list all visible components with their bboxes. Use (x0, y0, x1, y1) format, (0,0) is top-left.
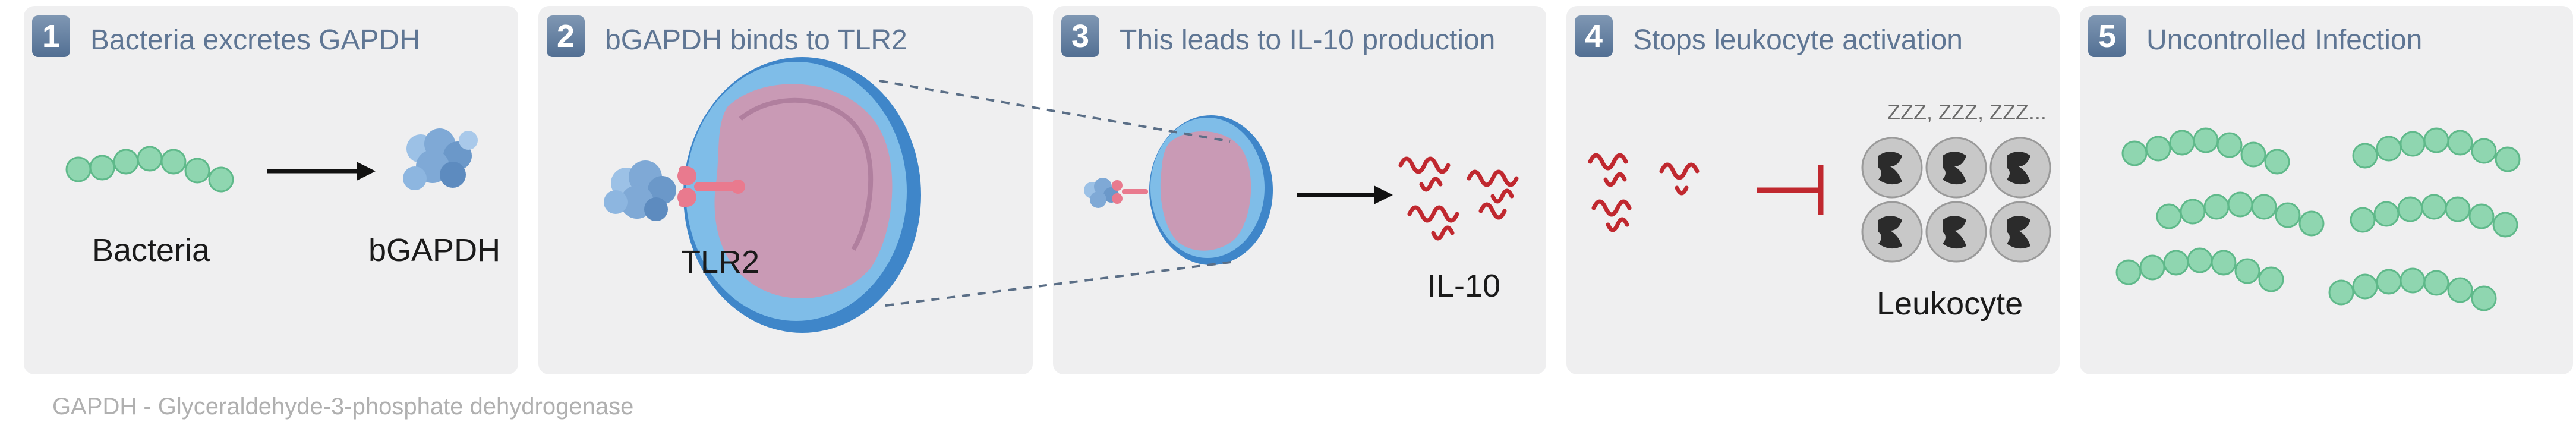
bacteria-chain-icon (2352, 127, 2521, 172)
inhibition-bar-icon (1757, 165, 1824, 215)
footnote: GAPDH - Glyceraldehyde-3-phosphate dehyd… (52, 393, 634, 420)
step-2-illustration (604, 57, 921, 333)
il10-protein-icon (1398, 156, 1519, 241)
step-4-title: Stops leukocyte activation (1633, 24, 1963, 56)
step-1-title: Bacteria excretes GAPDH (90, 24, 420, 56)
panel-step-4: 4 Stops leukocyte activation (1566, 6, 2060, 374)
macrophage-cell-icon (683, 57, 921, 333)
step-1-illustration (65, 128, 478, 193)
bacteria-chain-icon (2121, 127, 2290, 175)
arrow-right-icon (1297, 185, 1393, 204)
panel-step-2: 2 bGAPDH binds to TLR2 TLR2 (538, 6, 1033, 374)
step-1-badge: 1 (32, 15, 70, 57)
bacteria-chain-icon (2328, 267, 2497, 311)
bacteria-chain-icon (65, 146, 234, 193)
step-2-badge: 2 (547, 15, 585, 57)
arrow-right-icon (267, 162, 376, 181)
gapdh-protein-icon (1084, 178, 1119, 208)
step-4-badge: 4 (1575, 15, 1613, 57)
tlr2-receptor-icon (677, 166, 745, 207)
bacteria-chain-icon (2350, 194, 2518, 238)
panel-step-1: 1 Bacteria excretes GAPDH Bacteria bGAPD… (24, 6, 518, 374)
step-5-badge: 5 (2088, 15, 2126, 57)
bgapdh-label: bGAPDH (368, 232, 501, 268)
step-3-title: This leads to IL-10 production (1120, 24, 1496, 56)
step-5-illustration (2115, 127, 2521, 311)
tlr2-label: TLR2 (681, 244, 760, 280)
step-3-badge: 3 (1061, 15, 1099, 57)
step-2-title: bGAPDH binds to TLR2 (605, 24, 907, 56)
bacteria-chain-icon (2115, 247, 2284, 292)
leukocyte-cell-icon (1861, 137, 2051, 263)
tlr2-receptor-icon (1112, 180, 1148, 204)
macrophage-cell-icon (1149, 115, 1273, 265)
leukocyte-label: Leukocyte (1877, 286, 2023, 322)
step-4-illustration (1588, 137, 2051, 263)
il10-label: IL-10 (1427, 268, 1501, 304)
panel-step-3: 3 This leads to IL-10 production (1053, 6, 1546, 374)
bacteria-label: Bacteria (92, 232, 210, 268)
panel-step-5: 5 Uncontrolled Infection (2080, 6, 2573, 374)
step-5-title: Uncontrolled Infection (2146, 24, 2423, 56)
gapdh-protein-icon (403, 128, 478, 190)
bacteria-chain-icon (2156, 191, 2325, 237)
sleep-text: ZZZ, ZZZ, ZZZ... (1887, 100, 2047, 124)
gapdh-protein-icon (604, 160, 676, 221)
il10-protein-icon (1588, 153, 1700, 232)
step-3-illustration (1084, 115, 1519, 265)
